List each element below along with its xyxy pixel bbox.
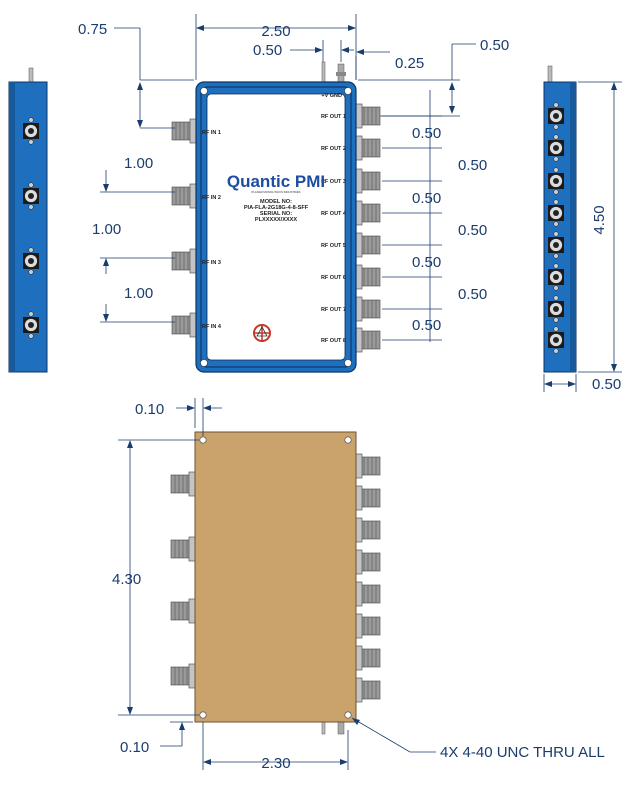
- output-label-6: RF OUT 6: [321, 275, 346, 281]
- output-label-7: RF OUT 7: [321, 307, 346, 313]
- right-side-connector-3: [548, 167, 564, 195]
- left-side-view: [8, 67, 48, 373]
- bottom-output-connector-3: [355, 517, 381, 543]
- dim-input-pitch-2: 1.00: [92, 221, 121, 238]
- output-label-1: RF OUT 1: [321, 114, 346, 120]
- serial-number: PLXXXXX/XXXX: [255, 217, 298, 223]
- mount-hole-icon: [344, 87, 352, 95]
- dc-label: +V GND: [321, 93, 342, 99]
- output-connector-4: [355, 200, 381, 226]
- right-side-connector-8: [548, 326, 564, 354]
- right-side-connector-5: [548, 231, 564, 259]
- output-label-5: RF OUT 5: [321, 243, 346, 249]
- mount-hole-icon: [200, 87, 208, 95]
- bottom-output-connector-4: [355, 549, 381, 575]
- right-side-view: 4.50 0.50: [543, 65, 622, 393]
- input-connectors: [171, 118, 197, 338]
- bottom-input-connector-3: [170, 598, 196, 624]
- bottom-output-connector-7: [355, 645, 381, 671]
- hole-callout-note: 4X 4-40 UNC THRU ALL: [440, 744, 605, 761]
- input-connector-2: [171, 183, 197, 209]
- base-plate: [194, 431, 357, 723]
- dim-input-pitch-3: 1.00: [124, 285, 153, 302]
- model-caption: MODEL NO:: [260, 199, 292, 205]
- dim-hole-inset-x: 0.10: [135, 401, 164, 418]
- left-side-connector-3: [23, 247, 39, 275]
- mount-hole-icon: [200, 359, 208, 367]
- input-label-2: RF IN 2: [202, 195, 221, 201]
- right-side-connector-4: [548, 199, 564, 227]
- input-connector-3: [171, 248, 197, 274]
- output-connector-6: [355, 264, 381, 290]
- input-label-4: RF IN 4: [202, 324, 222, 330]
- output-label-4: RF OUT 4: [321, 211, 347, 217]
- dim-output-pitch-7: 0.50: [412, 317, 441, 334]
- output-connector-3: [355, 168, 381, 194]
- mount-hole-icon: [344, 359, 352, 367]
- output-label-2: RF OUT 2: [321, 146, 346, 152]
- input-label-1: RF IN 1: [202, 130, 221, 136]
- dim-input-pitch-1: 1.00: [124, 155, 153, 172]
- dim-side-depth: 0.50: [592, 376, 621, 393]
- thru-hole-icon: [199, 711, 207, 719]
- input-label-3: RF IN 3: [202, 260, 221, 266]
- dim-output-pitch-5: 0.50: [412, 254, 441, 271]
- dim-top-right-offset: 0.50: [480, 37, 509, 54]
- bottom-output-connector-6: [355, 613, 381, 639]
- dim-hole-span-height: 4.30: [112, 571, 141, 588]
- output-connector-1: [355, 103, 381, 129]
- input-connector-4: [171, 312, 197, 338]
- brand-logo: Quantic PMI: [227, 172, 325, 191]
- front-view: RF IN 1 RF IN 2 RF IN 3 RF IN 4 RF OUT 1…: [78, 14, 509, 373]
- ground-symbol-icon: [253, 324, 271, 342]
- left-side-connector-4: [23, 311, 39, 339]
- bottom-input-connector-2: [170, 536, 196, 562]
- left-side-connector-2: [23, 182, 39, 210]
- bottom-input-connector-1: [170, 471, 196, 497]
- dc-pins: [321, 61, 346, 85]
- housing-lid: [206, 93, 346, 361]
- brand-tagline: PLANAR MONOLITHICS INDUSTRIES: [251, 190, 300, 194]
- thru-hole-icon: [344, 436, 352, 444]
- output-label-3: RF OUT 3: [321, 179, 346, 185]
- output-connectors: [355, 103, 381, 353]
- input-connector-1: [171, 118, 197, 144]
- bottom-view: 0.10 4.30 0.10 2.30 4X 4-40 UNC THRU ALL: [112, 398, 605, 772]
- dim-dc-spacing-b: 0.25: [395, 55, 424, 72]
- dim-output-pitch-6: 0.50: [458, 286, 487, 303]
- thru-hole-icon: [344, 711, 352, 719]
- thru-hole-icon: [199, 436, 207, 444]
- right-side-connector-2: [548, 134, 564, 162]
- right-side-connector-7: [548, 295, 564, 323]
- dim-overall-width: 2.50: [261, 23, 290, 40]
- dim-hole-inset-y: 0.10: [120, 739, 149, 756]
- dim-output-pitch-4: 0.50: [458, 222, 487, 239]
- model-number: PIA-FLA-2G18G-4-8-SFF: [244, 205, 309, 211]
- output-connector-2: [355, 135, 381, 161]
- dim-output-pitch-2: 0.50: [458, 157, 487, 174]
- bottom-output-connector-8: [355, 677, 381, 703]
- dim-overall-height: 4.50: [591, 205, 608, 234]
- dim-output-pitch-3: 0.50: [412, 190, 441, 207]
- bottom-output-connector-1: [355, 453, 381, 479]
- dim-top-left-offset: 0.75: [78, 21, 107, 38]
- dim-dc-spacing-a: 0.50: [253, 42, 282, 59]
- left-side-connector-1: [23, 117, 39, 145]
- right-side-connector-1: [548, 102, 564, 130]
- output-connector-8: [355, 327, 381, 353]
- dim-hole-span-width: 2.30: [261, 755, 290, 772]
- bottom-output-connector-5: [355, 581, 381, 607]
- output-connector-7: [355, 296, 381, 322]
- bottom-input-connector-4: [170, 663, 196, 689]
- right-side-connector-6: [548, 263, 564, 291]
- output-connector-5: [355, 232, 381, 258]
- output-pitch-dimensions: [382, 90, 442, 342]
- output-label-8: RF OUT 8: [321, 338, 346, 344]
- bottom-output-connector-2: [355, 485, 381, 511]
- dim-output-pitch-1: 0.50: [412, 125, 441, 142]
- serial-caption: SERIAL NO:: [260, 211, 292, 217]
